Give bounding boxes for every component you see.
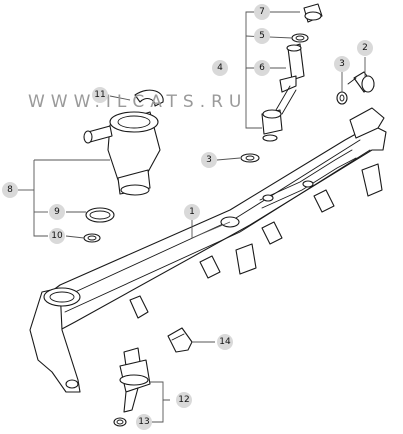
watermark-text: WWW.ILCATS.RU [28,92,247,112]
washer [83,233,101,243]
callout-8[interactable]: 8 [2,182,18,198]
callout-2[interactable]: 2 [357,40,373,56]
callout-13[interactable]: 13 [136,414,152,430]
plug-bolt [347,71,375,93]
callout-5[interactable]: 5 [254,28,270,44]
callout-4[interactable]: 4 [212,60,228,76]
callout-label: 10 [51,231,63,241]
fuel-pressure-regulator [83,111,161,196]
callout-label: 1 [189,207,195,217]
callout-10[interactable]: 10 [49,228,65,244]
o-ring [85,207,115,223]
callout-3-right[interactable]: 3 [334,56,350,72]
callout-label: 11 [94,90,105,100]
seal-washer-right [336,91,348,105]
fuel-injector [119,347,151,413]
callout-label: 8 [7,185,13,195]
callout-7[interactable]: 7 [254,4,270,20]
callout-label: 4 [217,63,223,73]
callout-14[interactable]: 14 [217,334,233,350]
callout-label: 6 [259,63,265,73]
callout-9[interactable]: 9 [49,204,65,220]
callout-6[interactable]: 6 [254,60,270,76]
callout-label: 13 [138,417,149,427]
callout-label: 14 [219,337,231,347]
callout-label: 9 [54,207,60,217]
seal-washer-upper [240,153,260,163]
clip [134,89,164,107]
callout-1[interactable]: 1 [184,204,200,220]
fuel-rail [29,107,387,393]
callout-label: 3 [339,59,345,69]
callout-label: 5 [259,31,265,41]
pipe-fitting-stack [261,3,323,142]
callout-label: 2 [362,43,368,53]
callout-label: 7 [259,7,265,17]
callout-12[interactable]: 12 [176,392,192,408]
hose-clamp [167,327,193,353]
callout-3-mid[interactable]: 3 [201,152,217,168]
callout-label: 12 [178,395,189,405]
callout-11[interactable]: 11 [92,87,108,103]
callout-label: 3 [206,155,212,165]
injector-seal [113,417,127,427]
